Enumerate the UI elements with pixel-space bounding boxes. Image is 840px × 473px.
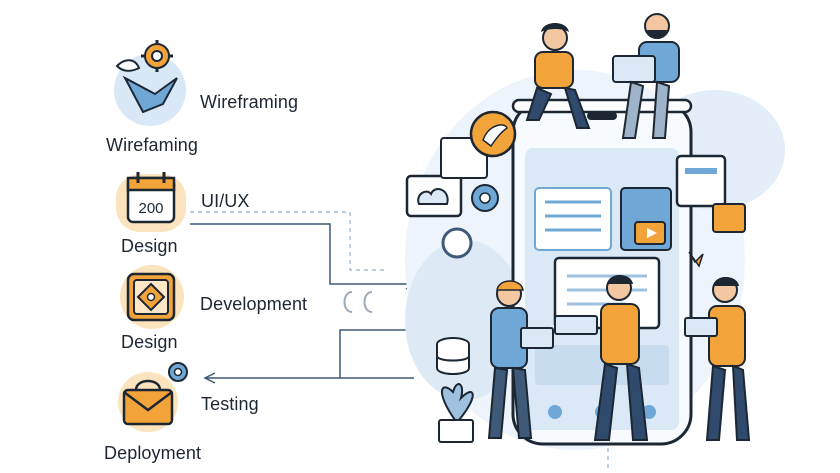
step-caption-wireframing: Wirefaming <box>106 135 199 155</box>
step-title-testing: Testing <box>201 394 259 414</box>
envelope-gear-icon <box>118 362 188 432</box>
step-title-development: Development <box>200 294 308 314</box>
step-title-uiux: UI/UX <box>201 191 250 211</box>
database-icon <box>436 337 470 375</box>
calendar-badge: 200 <box>138 200 163 217</box>
plant-icon <box>438 383 474 443</box>
team-phone-illustration <box>405 13 785 450</box>
image-icon <box>712 203 746 233</box>
bird-gear-icon <box>114 40 186 126</box>
calendar-icon: 200 <box>116 172 186 232</box>
diamond-frame-icon <box>120 265 184 329</box>
step-caption-testing: Deployment <box>104 443 202 463</box>
step-title-wireframing: Wireframing <box>200 92 299 112</box>
step-caption-development: Design <box>121 332 178 352</box>
step-caption-uiux: Design <box>121 236 178 256</box>
